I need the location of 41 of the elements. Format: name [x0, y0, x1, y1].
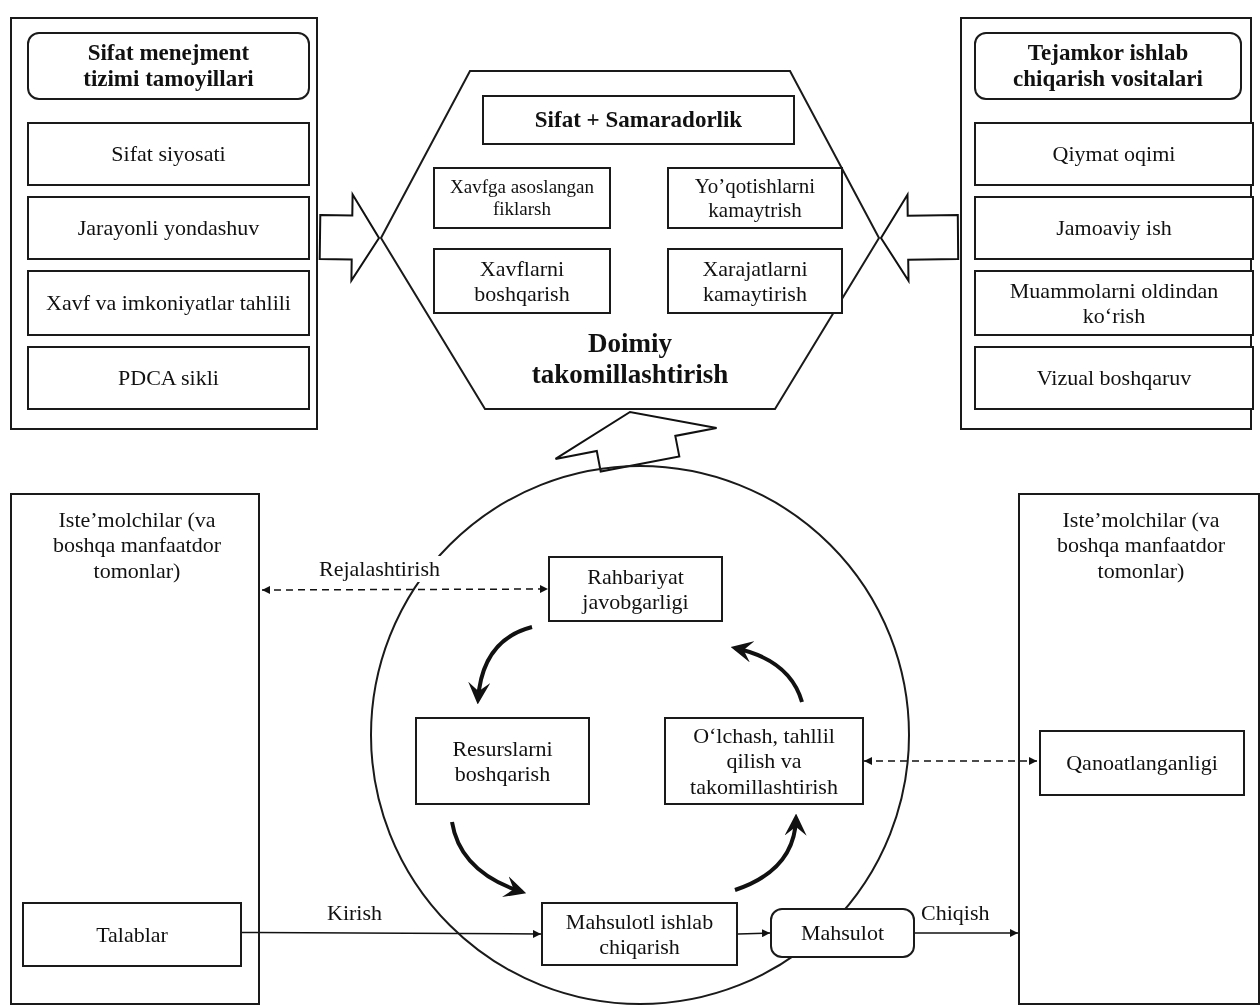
- process-box: Qiymat oqimi: [974, 122, 1254, 186]
- stakeholder-label: Iste’molchilar (va boshqa manfaatdor tomonlar): [1056, 507, 1226, 583]
- hexagon-title: Doimiy takomillashtirish: [530, 328, 730, 391]
- block-arrow: [879, 191, 960, 285]
- process-box: Rahbariyat javobgarligi: [548, 556, 723, 622]
- dashed-arrow: [261, 585, 549, 594]
- process-box: Xavf va imkoniyatlar tahlili: [27, 270, 310, 336]
- process-box: Jamoaviy ish: [974, 196, 1254, 260]
- process-box: Xavflarni boshqarish: [433, 248, 611, 314]
- stakeholder-panel: [10, 493, 260, 1005]
- arrow: [914, 929, 1019, 937]
- process-box: Resurslarni boshqarish: [415, 717, 590, 805]
- process-box: Talablar: [22, 902, 242, 967]
- stakeholder-label: Iste’molchilar (va boshqa manfaatdor tomonlar): [52, 507, 222, 583]
- block-arrow: [554, 410, 718, 473]
- process-box: PDCA sikli: [27, 346, 310, 410]
- dashed-arrow: [863, 757, 1038, 765]
- heading-box: Sifat menejment tizimi tamoyillari: [27, 32, 310, 100]
- process-box: O‘lchash, tahllil qilish va takomillashtirish: [664, 717, 864, 805]
- panel: [960, 17, 1252, 430]
- curved-arrow: [450, 821, 527, 897]
- process-box: Muammolarni oldindan ko‘rish: [974, 270, 1254, 336]
- edge-label: Rejalashtirish: [316, 556, 443, 582]
- stakeholder-panel: [1018, 493, 1260, 1005]
- process-box: Xavfga asoslangan fiklarsh: [433, 167, 611, 229]
- process-box: Xarajatlarni kamaytirish: [667, 248, 843, 314]
- curved-arrow: [468, 625, 533, 705]
- curved-arrow: [730, 641, 804, 703]
- block-arrow: [318, 191, 381, 285]
- process-box: Sifat siyosati: [27, 122, 310, 186]
- curved-arrow: [734, 813, 806, 892]
- arrow: [737, 929, 771, 938]
- heading-box: Tejamkor ishlab chiqarish vositalari: [974, 32, 1242, 100]
- product-box: Mahsulot: [770, 908, 915, 958]
- process-box: Yo’qotishlarni kamaytrish: [667, 167, 843, 229]
- process-box: Mahsulotl ishlab chiqarish: [541, 902, 738, 966]
- process-box: Vizual boshqaruv: [974, 346, 1254, 410]
- process-box: Qanoatlanganligi: [1039, 730, 1245, 796]
- panel: [10, 17, 318, 430]
- process-box: Jarayonli yondashuv: [27, 196, 310, 260]
- heading-box: Sifat + Samaradorlik: [482, 95, 795, 145]
